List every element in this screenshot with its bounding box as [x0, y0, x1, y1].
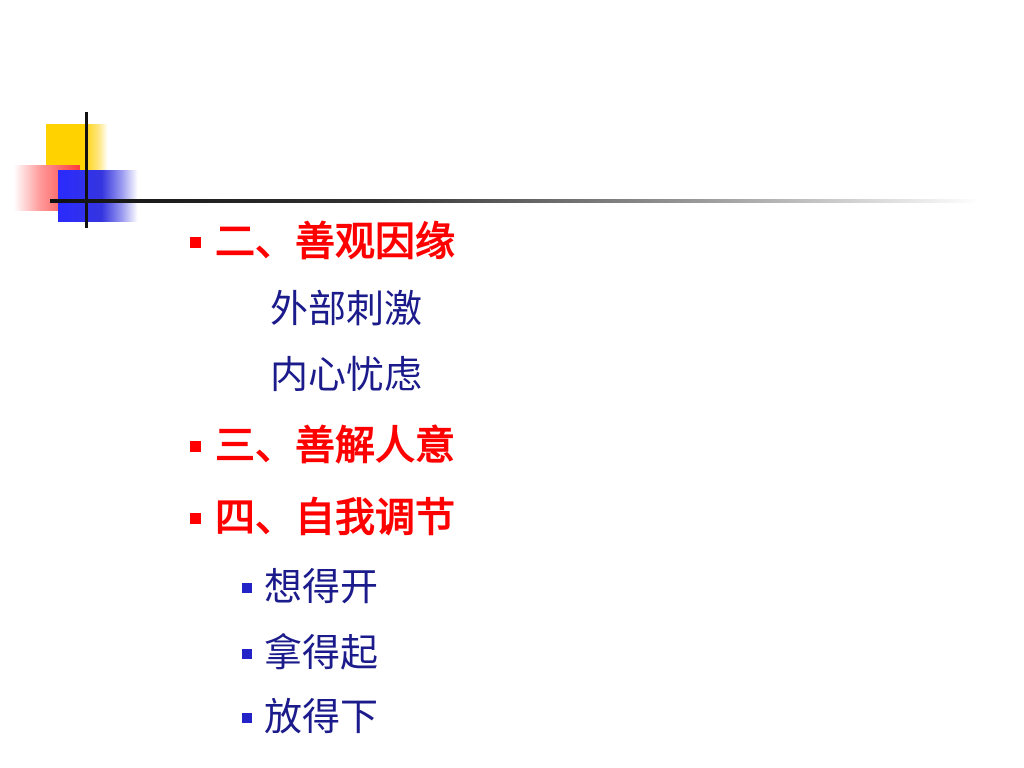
sub-item-neixin-youlv: 内心忧虑 — [270, 356, 422, 394]
sub-item-na-de-qi: 拿得起 — [242, 634, 378, 672]
sub-item-text: 拿得起 — [264, 631, 379, 675]
sub-item-waibu-ciji: 外部刺激 — [270, 290, 422, 328]
sub-item-text: 内心忧虑 — [270, 353, 423, 397]
sub-item-xiang-de-kai: 想得开 — [242, 568, 378, 606]
sub-item-fang-de-xia: 放得下 — [242, 698, 378, 736]
sub-item-text: 放得下 — [264, 695, 379, 739]
bullet-text: 四、自我调节 — [215, 494, 455, 541]
sub-item-text: 外部刺激 — [270, 287, 423, 331]
bullet-text: 二、善观因缘 — [215, 218, 455, 265]
bullet-item-shanguan-yinyuan: 二、善观因缘 — [190, 222, 455, 262]
sub-bullet-square-icon — [242, 648, 252, 659]
blue-square-decoration — [58, 170, 138, 222]
bullet-text: 三、善解人意 — [215, 422, 455, 469]
bullet-item-shanjie-renyi: 三、善解人意 — [190, 426, 455, 466]
bullet-square-icon — [190, 512, 201, 524]
bullet-square-icon — [190, 440, 201, 452]
title-divider-line — [50, 199, 980, 203]
bullet-square-icon — [190, 236, 201, 248]
sub-bullet-square-icon — [242, 712, 252, 723]
vertical-rule-decoration — [85, 112, 88, 228]
bullet-item-ziwo-tiaojie: 四、自我调节 — [190, 498, 455, 538]
sub-bullet-square-icon — [242, 582, 252, 593]
sub-item-text: 想得开 — [264, 565, 379, 609]
